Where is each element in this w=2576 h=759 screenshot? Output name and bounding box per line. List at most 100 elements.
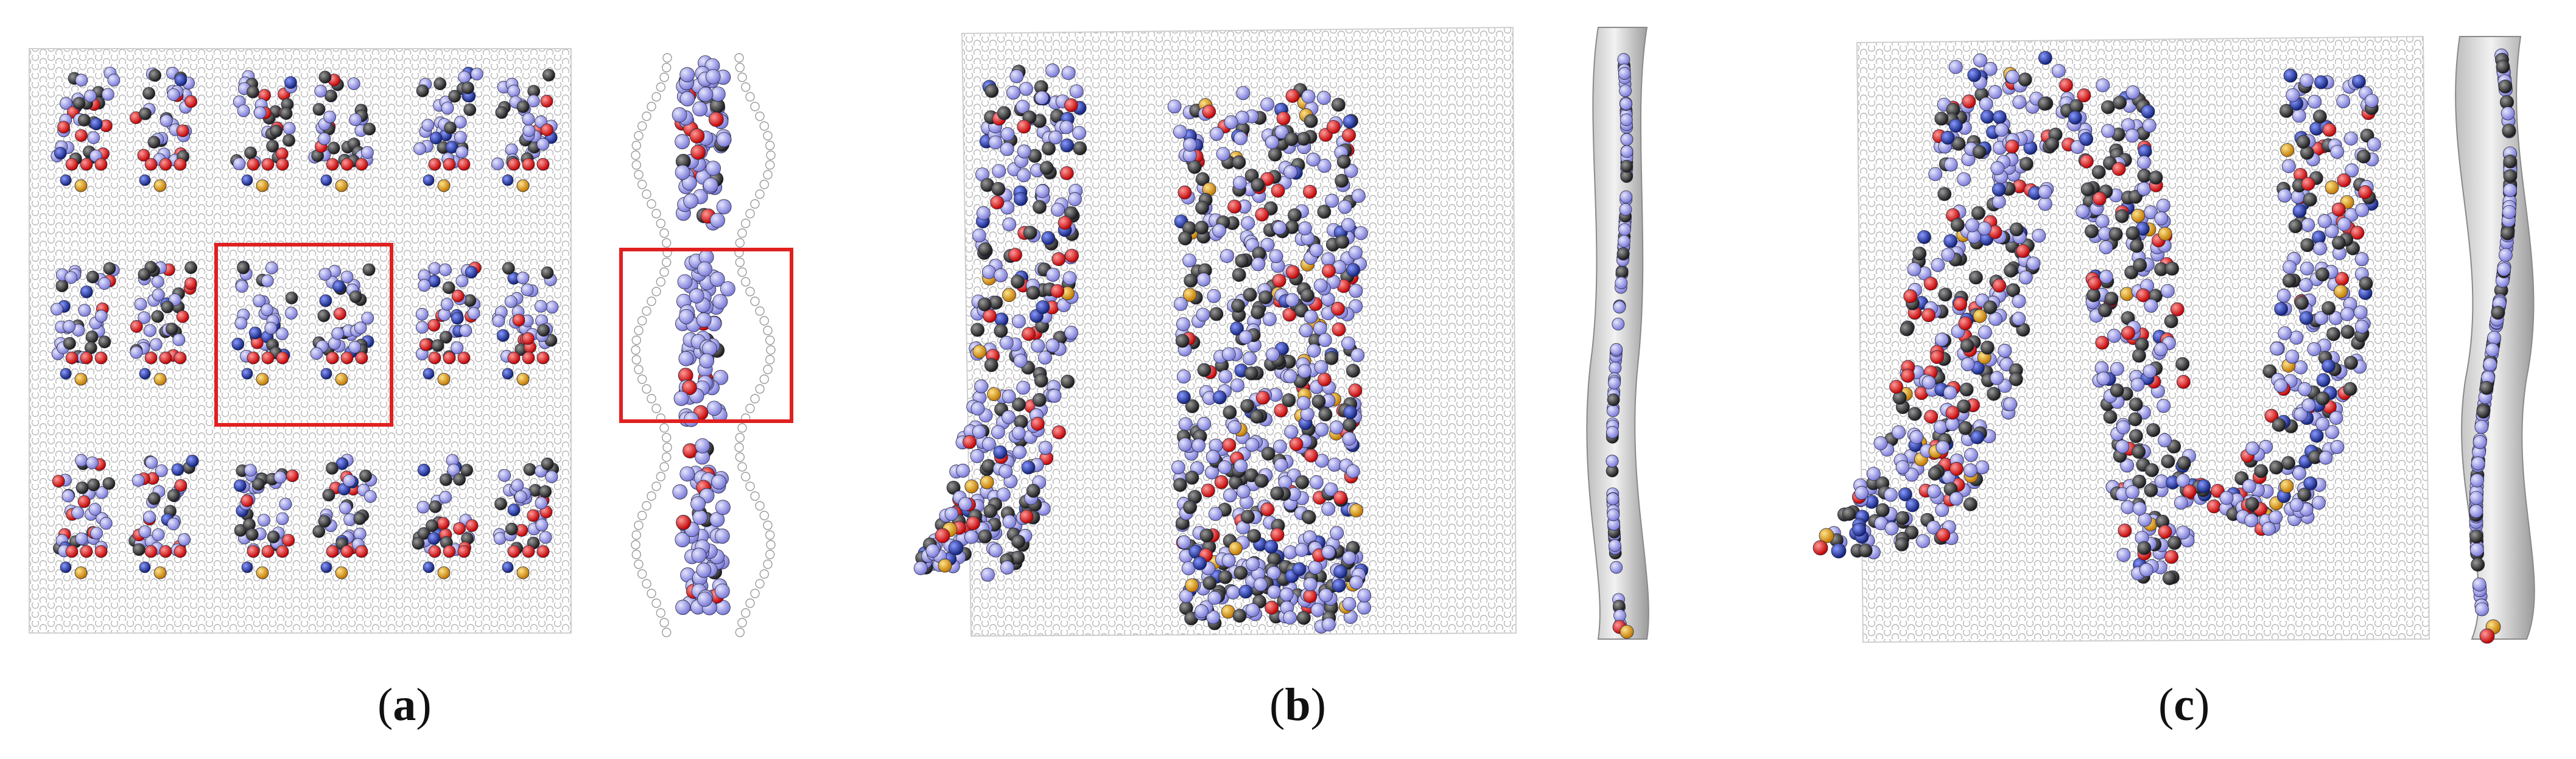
atom	[86, 270, 99, 284]
graphene-atom	[651, 287, 661, 296]
atom	[237, 261, 250, 275]
atom	[144, 158, 158, 171]
atom	[2176, 375, 2191, 389]
atom	[458, 71, 471, 84]
atom	[1613, 609, 1626, 622]
atom	[1196, 272, 1211, 287]
atom	[1012, 314, 1026, 329]
graphene-atom	[750, 589, 760, 598]
graphene-atom	[656, 219, 666, 228]
atom	[1184, 273, 1198, 288]
atom	[327, 141, 340, 155]
atom	[418, 279, 431, 292]
atom	[691, 548, 707, 563]
atom	[2146, 423, 2161, 437]
atom	[1613, 301, 1626, 314]
atom	[1957, 399, 1971, 414]
atom	[176, 310, 189, 323]
atom	[1026, 484, 1041, 498]
atom	[438, 308, 451, 321]
atom	[2219, 491, 2234, 505]
graphene-atom	[659, 267, 669, 277]
atom	[1206, 610, 1220, 624]
atom	[2491, 306, 2505, 320]
atom	[716, 131, 732, 147]
atom	[1617, 234, 1630, 248]
atom	[1214, 475, 1229, 489]
atom	[1319, 588, 1333, 603]
atom	[2244, 513, 2259, 528]
atom	[1212, 223, 1226, 238]
atom	[247, 545, 260, 558]
atom	[340, 351, 354, 365]
atom	[1620, 145, 1634, 158]
atom	[1243, 351, 1257, 366]
atom	[2264, 408, 2279, 423]
atom	[1889, 380, 1904, 394]
atom	[437, 517, 450, 530]
atom	[138, 525, 152, 538]
atom	[2004, 264, 2018, 278]
atom	[1321, 545, 1336, 559]
atom	[1223, 405, 1237, 419]
atom	[1246, 557, 1260, 572]
atom	[1038, 441, 1053, 455]
atom	[90, 526, 104, 540]
atom	[2325, 180, 2339, 195]
atom	[151, 310, 164, 323]
atom	[1344, 164, 1358, 178]
atom	[541, 457, 554, 470]
atom	[2162, 571, 2177, 586]
atom	[1988, 85, 2002, 99]
atom	[2261, 522, 2276, 536]
atom	[1272, 439, 1287, 454]
atom	[1272, 220, 1287, 235]
atom	[1348, 245, 1363, 260]
atom	[494, 497, 507, 511]
atom	[1943, 385, 1957, 400]
graphene-atom	[755, 501, 765, 511]
atom	[2292, 204, 2307, 219]
atom	[1274, 404, 1288, 418]
atom	[264, 321, 278, 335]
atom	[2137, 169, 2152, 183]
atom	[132, 474, 145, 487]
panel-a-sheet	[29, 48, 572, 634]
atom	[1002, 514, 1017, 529]
atom	[2301, 218, 2315, 233]
atom	[2292, 466, 2307, 480]
atom	[1884, 521, 1899, 536]
atom	[1231, 299, 1245, 313]
atom	[152, 528, 165, 541]
atom	[2099, 270, 2113, 284]
graphene-atom	[737, 618, 747, 628]
atom	[507, 545, 521, 558]
atom	[1607, 508, 1620, 522]
atom	[516, 100, 530, 113]
atom	[963, 435, 977, 449]
atom	[75, 532, 88, 545]
atom	[1903, 289, 1918, 304]
atom	[1992, 183, 2006, 197]
atom	[276, 351, 289, 365]
atom	[1316, 91, 1331, 105]
atom	[994, 268, 1008, 282]
atom	[2132, 444, 2146, 459]
atom	[521, 283, 534, 296]
atom	[233, 479, 247, 492]
atom	[453, 522, 466, 535]
atom	[1336, 155, 1351, 169]
atom	[1220, 249, 1234, 264]
atom	[2326, 327, 2341, 341]
atom	[1958, 421, 1973, 435]
atom	[672, 107, 687, 123]
atom	[2009, 372, 2023, 386]
atom	[2145, 463, 2159, 477]
atom	[1962, 94, 1976, 109]
atom	[261, 545, 275, 558]
atom	[326, 545, 339, 558]
atom	[421, 119, 435, 132]
atom	[1251, 257, 1266, 271]
atom	[1296, 396, 1311, 410]
atom	[1251, 178, 1265, 192]
